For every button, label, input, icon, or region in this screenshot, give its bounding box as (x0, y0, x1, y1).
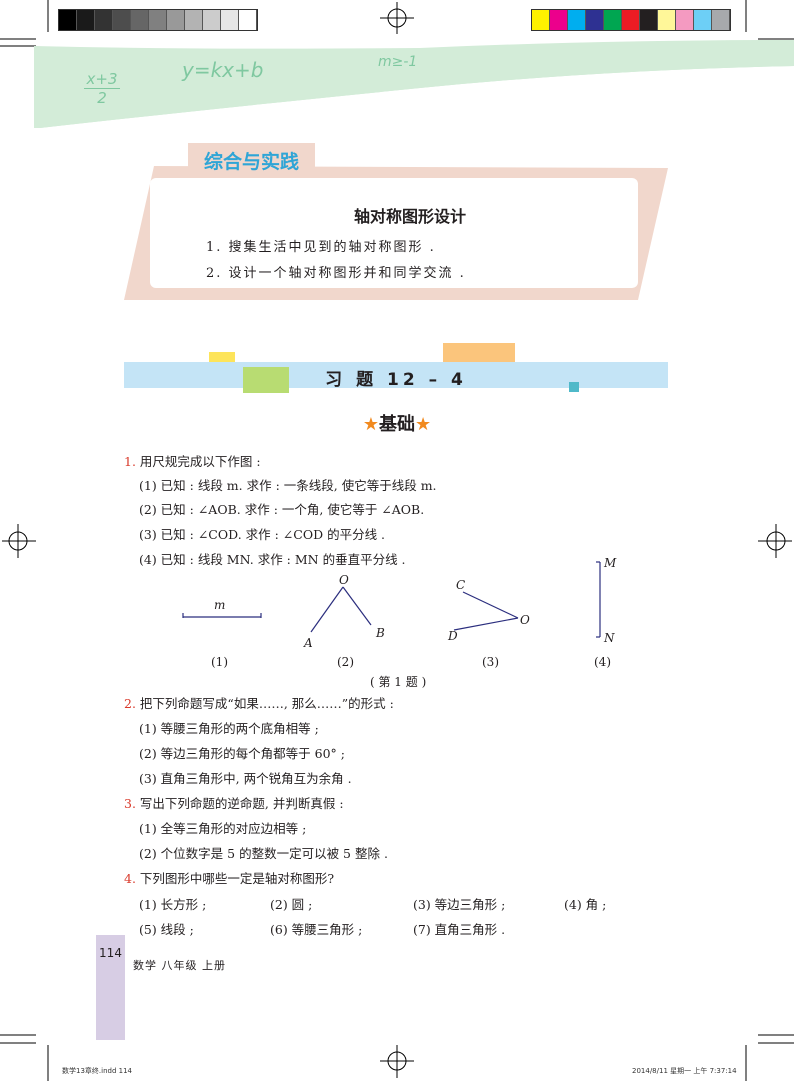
gray-swatch (185, 10, 203, 30)
question-number: 2. (124, 696, 136, 711)
page-tab (96, 935, 125, 1040)
decor-teal-square (569, 382, 579, 392)
color-swatch (622, 10, 640, 30)
fraction-numerator: x+3 (84, 70, 120, 89)
gray-swatch (59, 10, 77, 30)
q1-part-4: (4) 已知 : 线段 MN. 求作 : MN 的垂直平分线 . (139, 552, 406, 567)
file-info: 数学13章终.indd 114 (62, 1067, 132, 1075)
q4-option-6: (6) 等腰三角形 ; (270, 922, 363, 937)
hand-formula-2: m≥-1 (378, 54, 418, 70)
question-1: 1. 用尺规完成以下作图 : (124, 450, 261, 474)
fig-caption-2: (2) (337, 655, 354, 669)
fig-caption-4: (4) (594, 655, 611, 669)
gray-swatch (239, 10, 257, 30)
question-number: 4. (124, 871, 136, 886)
color-swatch (640, 10, 658, 30)
q2-part-2: (2) 等边三角形的每个角都等于 60° ; (139, 746, 345, 761)
gray-swatch (149, 10, 167, 30)
q2-part-3: (3) 直角三角形中, 两个锐角互为余角 . (139, 771, 352, 786)
color-swatch (604, 10, 622, 30)
label-O-2: O (520, 613, 530, 627)
q4-option-1: (1) 长方形 ; (139, 897, 207, 912)
label-m: m (214, 598, 226, 612)
question-text: 下列图形中哪些一定是轴对称图形? (139, 871, 335, 886)
q4-option-2: (2) 圆 ; (270, 897, 313, 912)
hand-fraction: x+3 2 (84, 70, 120, 107)
figure-caption: ( 第 1 题 ) (370, 675, 427, 689)
color-swatch (658, 10, 676, 30)
ray-OD (453, 617, 519, 631)
level-label: 基础 (379, 414, 415, 435)
star-icon: ★ (362, 414, 379, 435)
color-calibration-bar (531, 9, 731, 31)
q1-part-1: (1) 已知 : 线段 m. 求作 : 一条线段, 使它等于线段 m. (139, 478, 437, 493)
question-3: 3. 写出下列命题的逆命题, 并判断真假 : (124, 792, 344, 816)
fig-caption-1: (1) (211, 655, 228, 669)
color-swatch (532, 10, 550, 30)
level-heading: ★基础★ (300, 410, 494, 436)
q3-part-2: (2) 个位数字是 5 的整数一定可以被 5 整除 . (139, 846, 388, 861)
question-text: 用尺规完成以下作图 : (139, 454, 261, 469)
label-N: N (604, 631, 615, 645)
decor-orange-block (443, 343, 515, 363)
gray-swatch (221, 10, 239, 30)
color-swatch (676, 10, 694, 30)
label-A: A (304, 636, 313, 650)
question-text: 把下列命题写成“如果……, 那么……”的形式 : (139, 696, 394, 711)
gray-swatch (167, 10, 185, 30)
color-swatch (568, 10, 586, 30)
ray-OA (310, 586, 344, 633)
decor-green-block (243, 367, 289, 393)
gray-swatch (95, 10, 113, 30)
color-swatch (550, 10, 568, 30)
gray-swatch (113, 10, 131, 30)
practice-title: 轴对称图形设计 (353, 207, 466, 226)
q4-option-4: (4) 角 ; (564, 897, 607, 912)
label-B: B (376, 626, 385, 640)
ray-OC (462, 591, 519, 619)
practice-item-1: 1. 搜集生活中见到的轴对称图形 . (206, 240, 436, 255)
practice-item-2: 2. 设计一个轴对称图形并和同学交流 . (206, 266, 466, 281)
gray-swatch (77, 10, 95, 30)
gray-swatch (203, 10, 221, 30)
practice-tag: 综合与实践 (188, 143, 316, 178)
color-swatch (694, 10, 712, 30)
hand-formula-1: y=kx+b (182, 58, 264, 82)
color-swatch (586, 10, 604, 30)
q1-figures (182, 561, 601, 638)
q2-part-1: (1) 等腰三角形的两个底角相等 ; (139, 721, 319, 736)
question-number: 3. (124, 796, 136, 811)
page-number: 114 (99, 946, 122, 960)
label-O: O (339, 573, 349, 587)
label-D: D (448, 629, 458, 643)
q4-option-3: (3) 等边三角形 ; (413, 897, 506, 912)
question-4: 4. 下列图形中哪些一定是轴对称图形? (124, 867, 334, 891)
grayscale-color-bar (58, 9, 258, 31)
fraction-denominator: 2 (97, 89, 107, 107)
color-swatch (712, 10, 730, 30)
q1-part-2: (2) 已知 : ∠AOB. 求作 : 一个角, 使它等于 ∠AOB. (139, 502, 425, 517)
q1-part-3: (3) 已知 : ∠COD. 求作 : ∠COD 的平分线 . (139, 527, 386, 542)
star-icon: ★ (415, 414, 432, 435)
label-M: M (604, 556, 617, 570)
question-text: 写出下列命题的逆命题, 并判断真假 : (139, 796, 344, 811)
exercise-title: 习 题 12 – 4 (325, 370, 467, 390)
q4-option-5: (5) 线段 ; (139, 922, 194, 937)
book-title: 数学 八年级 上册 (133, 959, 226, 972)
print-timestamp: 2014/8/11 星期一 上午 7:37:14 (632, 1067, 737, 1075)
q3-part-1: (1) 全等三角形的对应边相等 ; (139, 821, 307, 836)
ray-OB (342, 586, 372, 626)
question-number: 1. (124, 454, 136, 469)
header-band (34, 40, 794, 128)
question-2: 2. 把下列命题写成“如果……, 那么……”的形式 : (124, 692, 394, 716)
gray-swatch (131, 10, 149, 30)
fig-caption-3: (3) (482, 655, 499, 669)
q4-option-7: (7) 直角三角形 . (413, 922, 506, 937)
practice-card (150, 178, 638, 288)
label-C: C (456, 578, 466, 592)
